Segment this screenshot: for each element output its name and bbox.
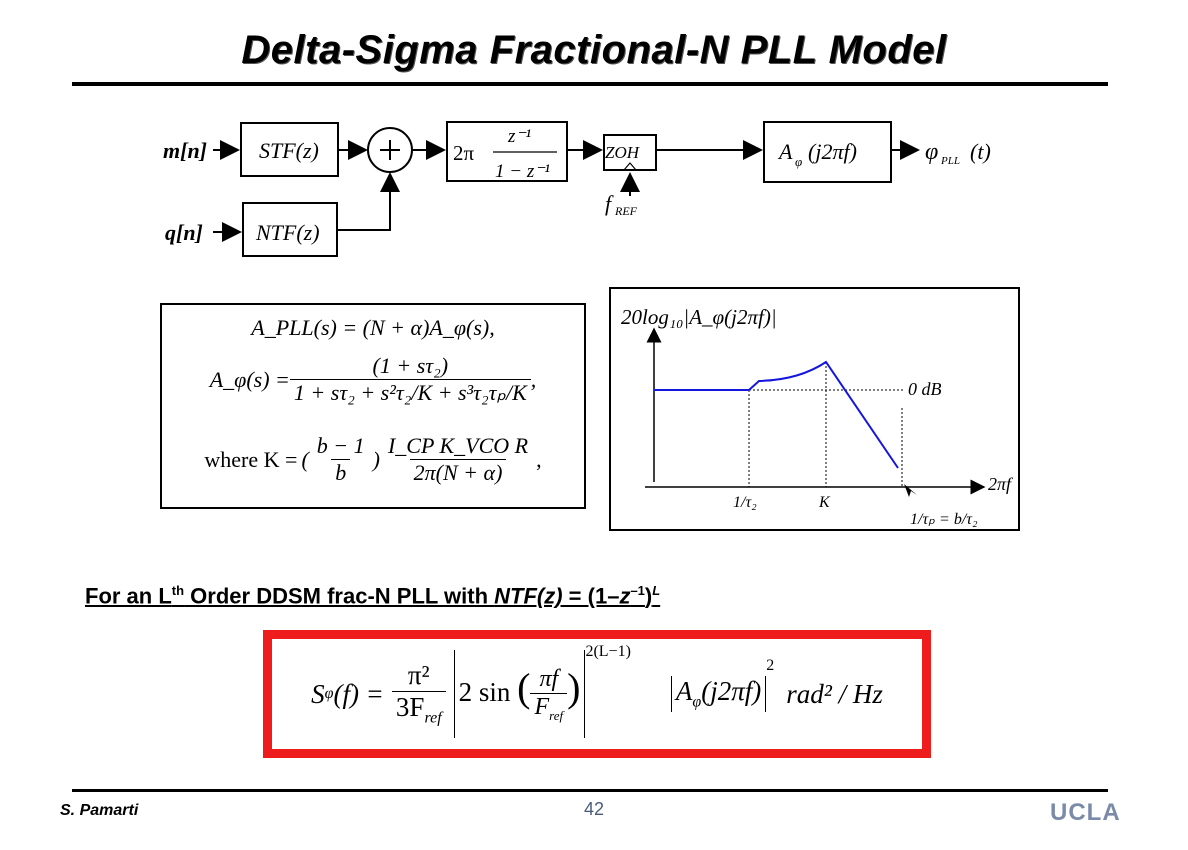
- slide-title: Delta-Sigma Fractional-N PLL Model: [241, 28, 947, 72]
- apll-equation: A_PLL(s) = (N + α)A_φ(s),: [251, 315, 495, 340]
- where-k: where K =: [204, 446, 298, 472]
- heading-L: L: [652, 583, 661, 598]
- pi-den: 3F: [395, 692, 425, 723]
- tick-2-label: K: [818, 494, 831, 511]
- aphi-lhs: A_φ(s) =: [209, 366, 290, 392]
- lhs: S: [311, 678, 325, 709]
- heading-rest: Order DDSM frac-N PLL with: [184, 583, 495, 609]
- k-num-2: I_CP K_VCO R: [387, 433, 529, 458]
- y-axis-label: 20log₁₀|A_φ(j2πf)|: [621, 305, 777, 329]
- aphi-block: [763, 121, 892, 183]
- page-number: 42: [584, 799, 605, 819]
- aphi-label: A: [777, 139, 793, 164]
- tick-1-label: 1/τ₂: [733, 494, 757, 511]
- k-fraction-2: I_CP K_VCO R 2π(N + α): [384, 433, 532, 486]
- ucla-logo: UCLA: [1050, 799, 1121, 826]
- pf-den-sub: ref: [549, 707, 564, 723]
- integrator-den: 1 − z⁻¹: [495, 161, 550, 182]
- k-num-1: b − 1: [316, 433, 365, 458]
- x-axis-label: 2πf: [988, 474, 1014, 494]
- lhs-arg: (f) =: [333, 678, 384, 709]
- exponent: 2(L−1): [585, 643, 631, 660]
- aphi-magnitude: Aφ(j2πf): [670, 676, 767, 712]
- result-heading: For an Lth Order DDSM frac-N PLL with NT…: [85, 583, 660, 609]
- input-m-label: m[n]: [163, 138, 207, 163]
- heading-eq: = (1–: [562, 583, 620, 609]
- heading-zexp: –1: [630, 583, 645, 598]
- tick-3-label: 1/τₚ = b/τ₂: [910, 511, 978, 528]
- heading-part: For an L: [85, 583, 172, 609]
- aphi-numerator: (1 + sτ₂): [372, 353, 449, 378]
- pf-fraction: πf Fref: [530, 666, 568, 724]
- k-den-2: 2π(N + α): [409, 459, 507, 486]
- heading-ntf: NTF(z): [494, 583, 563, 609]
- aphi-denominator: 1 + sτ₂ + s²τ₂/K + s³τ₂τₚ/K: [289, 379, 531, 406]
- heading-z: z: [619, 583, 631, 609]
- heading-sup: th: [171, 583, 185, 598]
- ntf-label: NTF(z): [255, 220, 320, 245]
- magnitude-curve: [654, 360, 899, 469]
- integrator-num: z⁻¹: [507, 126, 531, 147]
- pi-fraction: π² 3Fref: [391, 660, 446, 727]
- zoh-label: ZOH: [605, 143, 641, 162]
- zero-db-label: 0 dB: [908, 379, 942, 399]
- square: 2: [766, 657, 775, 674]
- stf-label: STF(z): [259, 138, 319, 163]
- aphi-fraction: (1 + sτ₂) 1 + sτ₂ + s²τ₂/K + s³τ₂τₚ/K: [289, 353, 531, 406]
- zoh-block: [603, 134, 657, 171]
- aphi: A: [675, 676, 693, 707]
- output-sub: PLL: [940, 155, 960, 167]
- aphi-sub: φ: [692, 693, 702, 711]
- pll-equations-box: A_PLL(s) = (N + α)A_φ(s), A_φ(s) = (1 + …: [160, 303, 586, 509]
- block-diagram: m[n] q[n] STF(z) NTF(z) 2π z⁻¹ 1 − z⁻¹ Z…: [163, 121, 991, 257]
- clock-label: f: [605, 191, 614, 216]
- author: S. Pamarti: [60, 802, 139, 819]
- pi-den-sub: ref: [424, 709, 442, 727]
- integrator-block: [446, 121, 568, 182]
- output-label: φ: [925, 139, 938, 165]
- k-den-1: b: [331, 459, 351, 486]
- sin-magnitude: 2 sin ( πf Fref ): [453, 650, 586, 738]
- integrator-gain: 2π: [453, 141, 475, 165]
- aphi-arg: (j2πf): [808, 139, 857, 164]
- pf-num: πf: [539, 666, 559, 693]
- aphi-arg: (j2πf): [701, 676, 762, 707]
- title-divider: [72, 82, 1108, 86]
- bode-plot: 20log₁₀|A_φ(j2πf)| 0 dB 2πf 1/τ₂ K 1/τₚ …: [609, 287, 1020, 531]
- sin-part: 2 sin: [458, 677, 511, 708]
- clock-sub: REF: [614, 204, 638, 218]
- k-fraction-1: b − 1 b: [313, 433, 369, 486]
- pf-den: F: [534, 694, 550, 721]
- heading-close: ): [644, 583, 653, 609]
- input-q-label: q[n]: [165, 220, 203, 245]
- aphi-sub: φ: [795, 154, 802, 169]
- units: rad² / Hz: [786, 678, 883, 709]
- lhs-sub: φ: [324, 685, 334, 702]
- footer-divider: [72, 789, 1108, 792]
- pi-num: π²: [407, 660, 430, 691]
- cursor-icon: [904, 484, 917, 497]
- output-arg: (t): [970, 139, 991, 164]
